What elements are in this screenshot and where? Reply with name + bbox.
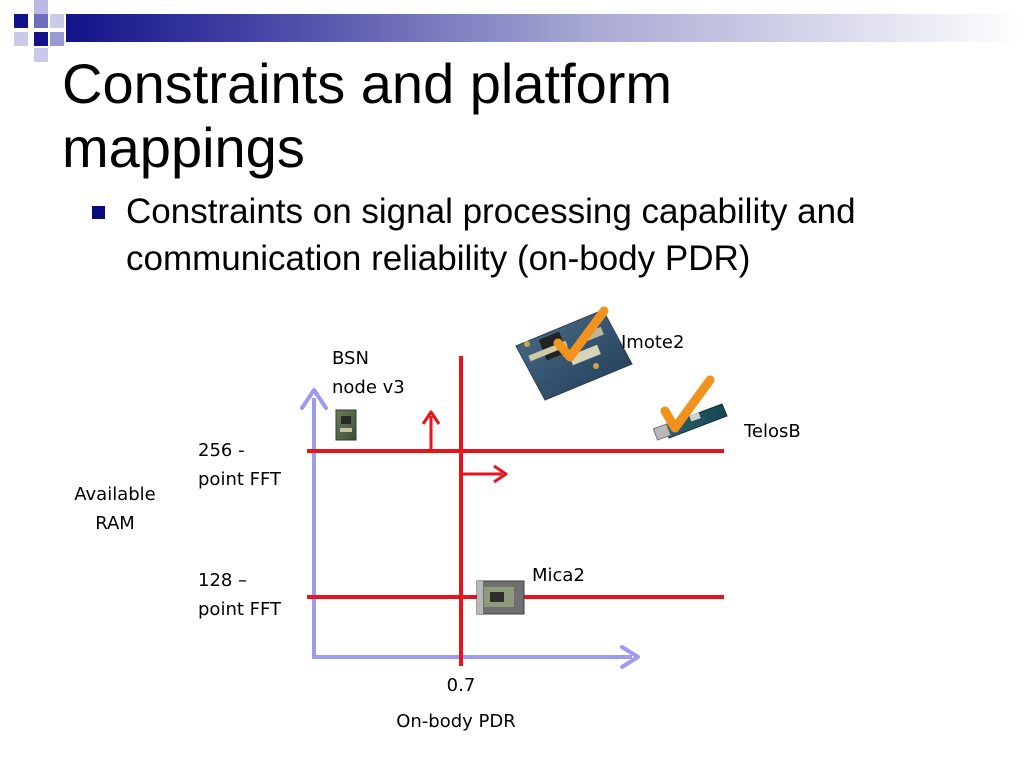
- fft-128-label: 128 – point FFT: [198, 566, 281, 624]
- y-axis-label-line: Available: [74, 484, 156, 505]
- slide-title-line: Constraints and platform: [62, 52, 673, 115]
- mica2-label: Mica2: [532, 565, 585, 586]
- bullet-text-line: Constraints on signal processing capabil…: [126, 192, 856, 231]
- y-axis-arrowhead: [300, 388, 328, 410]
- telosb-check-mark-icon: [660, 375, 715, 433]
- y-axis-label: Available RAM: [58, 480, 172, 538]
- fft-128-label-line: 128 –: [198, 570, 248, 591]
- x-axis-arrowhead: [620, 645, 640, 669]
- corner-decoration-square: [34, 32, 48, 46]
- mica2-board-image: [476, 580, 525, 615]
- bsn-node-label: BSN node v3: [332, 344, 405, 402]
- corner-decoration-square: [34, 14, 48, 28]
- fft-256-label: 256 - point FFT: [198, 436, 281, 494]
- bullet-text-line: communication reliability (on-body PDR): [126, 239, 751, 278]
- fft-256-label-line: 256 -: [198, 440, 245, 461]
- corner-decoration-square: [50, 32, 64, 46]
- fft-128-label-line: point FFT: [198, 599, 282, 620]
- telosb-board-image: [652, 403, 728, 441]
- pdr-increase-arrowhead: [493, 464, 508, 484]
- slide-title-line: mappings: [62, 116, 305, 179]
- telosb-label: TelosB: [744, 421, 801, 442]
- imote2-label: Imote2: [621, 332, 685, 353]
- y-axis-label-line: RAM: [95, 513, 135, 534]
- x-axis-label: On-body PDR: [396, 711, 516, 732]
- bsn-node-label-line: BSN: [332, 348, 369, 369]
- corner-decoration-square: [50, 14, 64, 28]
- slide-title: Constraints and platform mappings: [62, 52, 672, 180]
- bullet-square-icon: [92, 206, 105, 219]
- fft-256-label-line: point FFT: [198, 469, 282, 490]
- corner-decoration-square: [14, 32, 28, 46]
- imote2-check-mark-icon: [553, 306, 609, 362]
- corner-decoration-square: [34, 0, 48, 14]
- corner-decoration-square: [14, 14, 28, 28]
- bullet-text: Constraints on signal processing capabil…: [126, 188, 986, 282]
- bsn-node-label-line: node v3: [332, 377, 405, 398]
- pdr-threshold-label: 0.7: [446, 675, 476, 696]
- title-decoration-bar: [66, 14, 1024, 42]
- ram-increase-arrowhead: [421, 410, 441, 425]
- corner-decoration-square: [34, 48, 48, 62]
- bsn-node-board-image: [335, 409, 357, 441]
